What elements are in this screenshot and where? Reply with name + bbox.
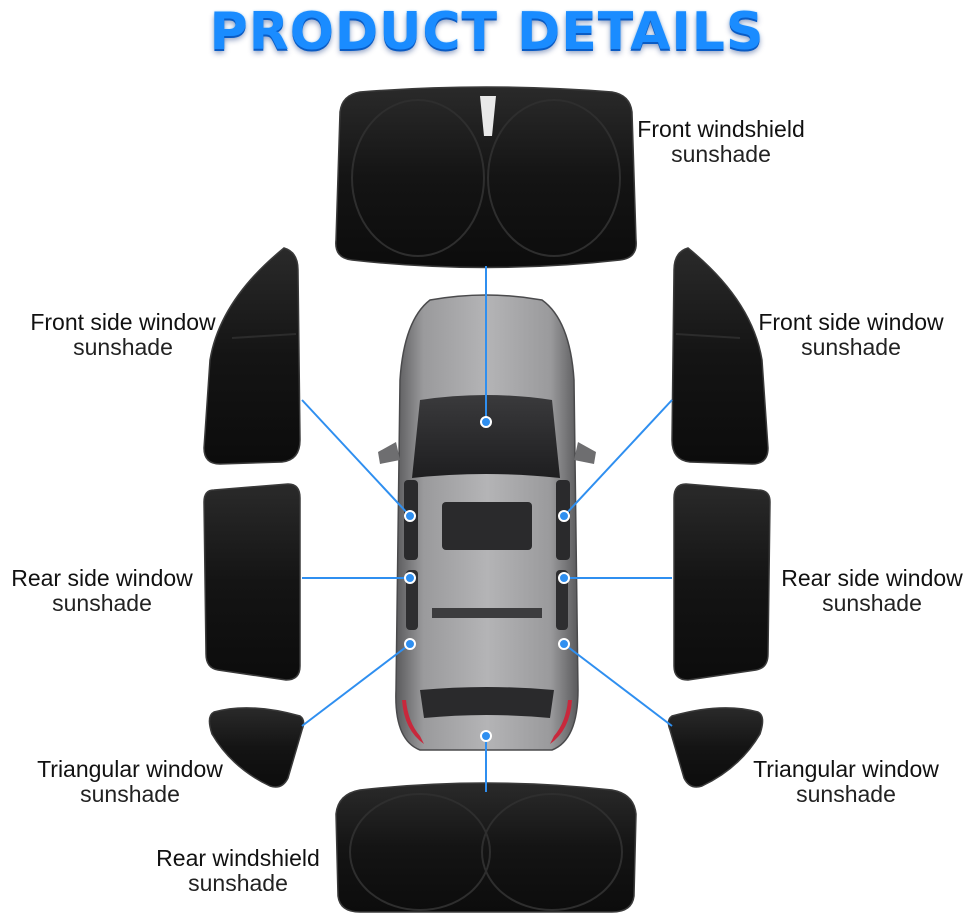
rear-side-window-left-sunshade (203, 483, 301, 681)
label-front-side-left: Front side window sunshade (10, 310, 236, 360)
leader-dots (404, 416, 570, 742)
label-line2: sunshade (188, 870, 288, 896)
label-line1: Triangular window (753, 756, 939, 782)
label-line2: sunshade (671, 141, 771, 167)
label-line1: Rear windshield (156, 845, 320, 871)
triangular-window-right-sunshade (667, 707, 764, 788)
label-line2: sunshade (796, 781, 896, 807)
label-front-side-right: Front side window sunshade (738, 310, 964, 360)
label-line2: sunshade (801, 334, 901, 360)
label-line1: Front windshield (637, 116, 805, 142)
label-line2: sunshade (52, 590, 152, 616)
label-triangular-right: Triangular window sunshade (734, 757, 958, 807)
front-side-window-right-sunshade (671, 247, 769, 465)
car-top-view (378, 294, 596, 751)
label-line1: Front side window (758, 309, 944, 335)
leader-lines (301, 266, 673, 792)
label-rear-side-right: Rear side window sunshade (770, 566, 974, 616)
label-line1: Rear side window (781, 565, 963, 591)
rear-windshield-sunshade (335, 782, 637, 913)
page-title: PRODUCT DETAILS (209, 2, 765, 62)
label-line2: sunshade (73, 334, 173, 360)
triangular-window-left-sunshade (208, 707, 305, 788)
label-line2: sunshade (80, 781, 180, 807)
label-line1: Rear side window (11, 565, 193, 591)
label-front-windshield: Front windshield sunshade (616, 117, 826, 167)
rear-side-window-right-sunshade (673, 483, 771, 681)
label-line2: sunshade (822, 590, 922, 616)
label-line1: Front side window (30, 309, 216, 335)
label-rear-windshield: Rear windshield sunshade (140, 846, 336, 896)
front-side-window-left-sunshade (203, 247, 301, 465)
label-line1: Triangular window (37, 756, 223, 782)
front-windshield-sunshade (335, 86, 637, 269)
label-triangular-left: Triangular window sunshade (18, 757, 242, 807)
label-rear-side-left: Rear side window sunshade (0, 566, 204, 616)
